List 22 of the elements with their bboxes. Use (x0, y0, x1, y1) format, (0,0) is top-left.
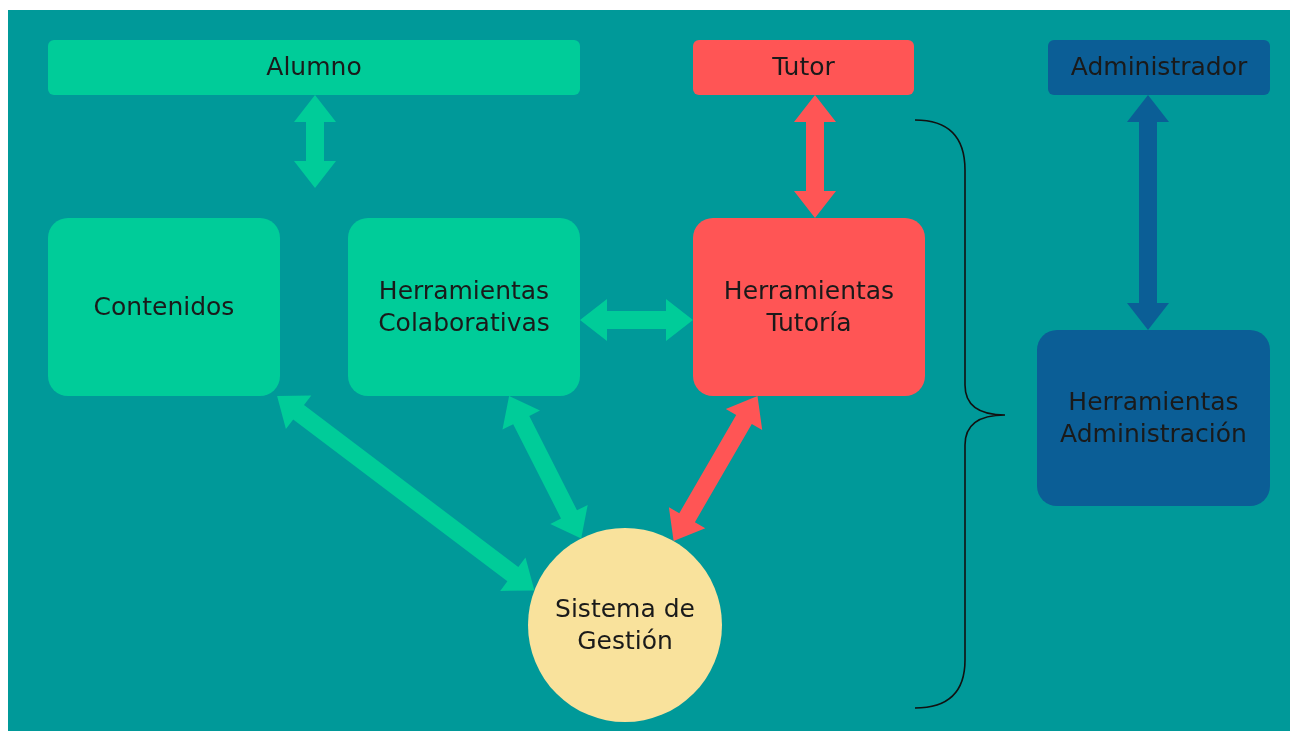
double-arrow (668, 396, 763, 541)
double-arrow (277, 395, 535, 591)
module-box (1037, 330, 1270, 506)
node-label: Contenidos (93, 290, 235, 323)
actor-bar (1048, 40, 1270, 95)
actor-bar (693, 40, 914, 95)
actor-bar (48, 40, 580, 95)
node-label: Administrador (1070, 51, 1248, 84)
module-box (693, 218, 925, 396)
double-arrow (502, 396, 588, 539)
node-label: Sistema de Gestión (554, 592, 696, 657)
node-label: Herramientas Colaborativas (377, 274, 551, 339)
double-arrow (1127, 95, 1169, 330)
node-label: Herramientas Tutoría (722, 274, 896, 339)
double-arrow (294, 95, 336, 188)
double-arrow (580, 299, 693, 341)
node-label: Alumno (266, 51, 362, 84)
module-box (48, 218, 280, 396)
module-box (348, 218, 580, 396)
node-label: Herramientas Administración (1059, 385, 1248, 450)
node-label: Tutor (772, 51, 835, 84)
double-arrow (794, 95, 836, 218)
